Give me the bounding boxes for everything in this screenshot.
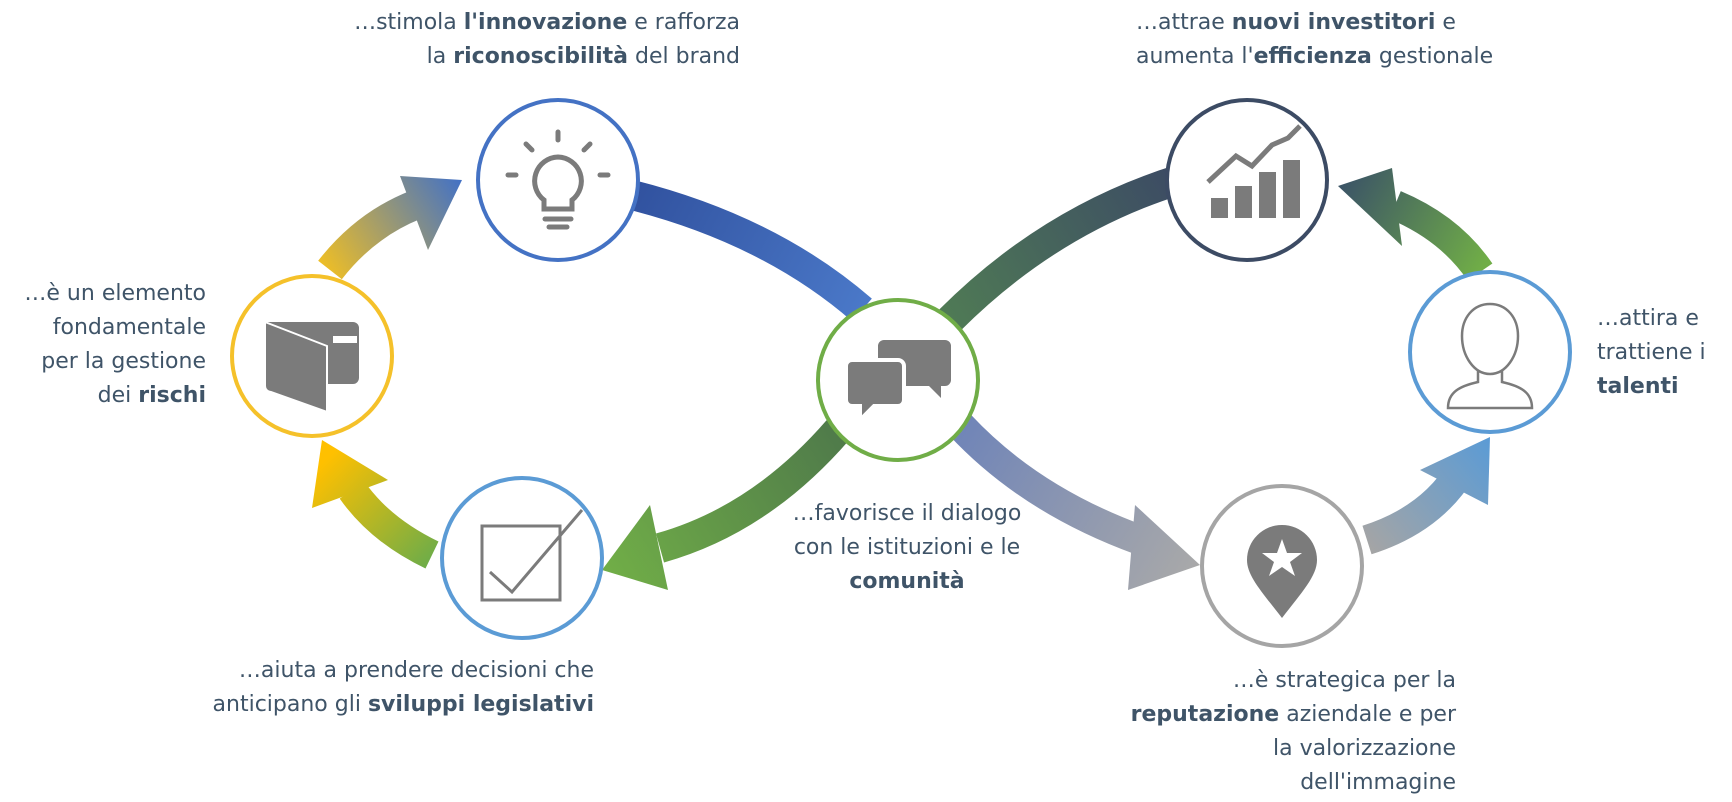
node-risks <box>230 274 394 438</box>
connector-dialogue-investors <box>939 165 1183 331</box>
keyword-comunita: comunità <box>849 569 965 594</box>
growth-chart-icon <box>1206 124 1302 218</box>
label-innovation: …stimola l'innovazione e rafforza la ric… <box>354 10 740 69</box>
arrow-reputation-to-talents <box>1362 437 1490 555</box>
arrow-dialogue-to-reputation <box>949 414 1200 590</box>
wallet-icon <box>264 320 359 414</box>
arrow-decisions-to-risks <box>312 440 439 569</box>
keyword-talenti: talenti <box>1597 374 1679 399</box>
keyword-innovazione: l'innovazione <box>463 10 628 35</box>
node-investors <box>1165 98 1329 262</box>
keyword-efficienza: efficienza <box>1253 44 1372 69</box>
checkbox-icon <box>480 509 584 602</box>
keyword-reputazione: reputazione <box>1130 702 1280 727</box>
node-talents <box>1408 270 1572 434</box>
label-investors: …attrae nuovi investitori e aumenta l'ef… <box>1136 10 1494 69</box>
arrow-dialogue-to-decisions <box>602 420 850 590</box>
node-dialogue <box>816 298 980 462</box>
node-reputation <box>1200 484 1364 648</box>
label-talents: …attira e trattiene i talenti <box>1597 306 1706 399</box>
label-reputation: …è strategica per la reputazione azienda… <box>1130 668 1456 795</box>
chat-bubbles-icon <box>844 340 951 425</box>
keyword-riconoscibilita: riconoscibilità <box>453 44 628 69</box>
keyword-rischi: rischi <box>138 383 206 408</box>
node-innovation <box>476 98 640 262</box>
label-dialogue: …favorisce il dialogo con le istituzioni… <box>792 501 1022 594</box>
node-decisions <box>440 476 604 640</box>
connector-innovation-dialogue <box>628 180 872 322</box>
label-decisions: …aiuta a prendere decisioni che anticipa… <box>212 658 594 717</box>
label-risks: …è un elemento fondamentale per la gesti… <box>24 281 206 408</box>
arrow-talents-to-investors <box>1338 168 1493 281</box>
person-icon <box>1446 302 1534 410</box>
keyword-nuovi-investitori: nuovi investitori <box>1231 10 1436 35</box>
star-pin-icon <box>1247 525 1317 618</box>
arrow-risks-to-innovation <box>318 176 462 280</box>
lightbulb-icon <box>505 129 611 230</box>
keyword-sviluppi-legislativi: sviluppi legislativi <box>367 692 594 717</box>
